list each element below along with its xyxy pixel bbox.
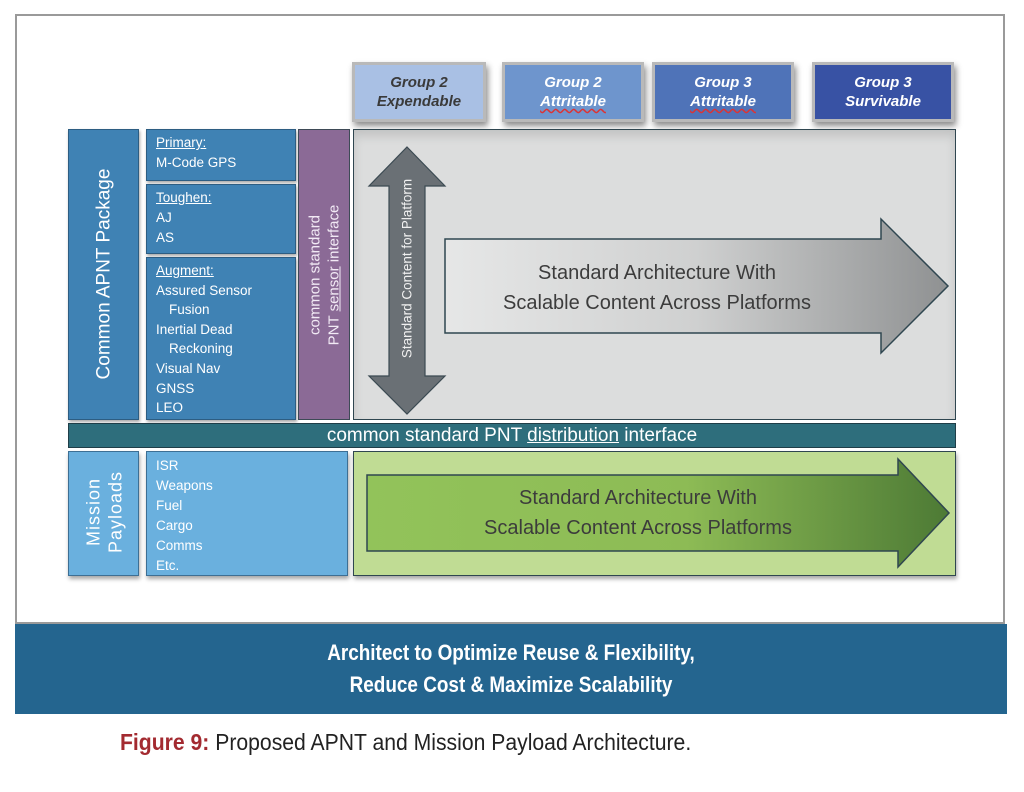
banner-line2: Reduce Cost & Maximize Scalability (349, 672, 673, 697)
toughen-item: AS (156, 230, 175, 245)
sensor-interface-line2-post: interface (325, 204, 343, 267)
banner-line1: Architect to Optimize Reuse & Flexibilit… (327, 640, 695, 665)
upper-arrow-line1: Standard Architecture With (538, 262, 776, 284)
banner-bg (15, 624, 1007, 714)
green-right-arrow-icon (366, 457, 951, 569)
augment-item: Inertial Dead (156, 321, 233, 337)
payload-item: ISR (156, 458, 179, 473)
sensor-interface-label: common standard PNT sensor interface (306, 130, 344, 421)
payload-item: Cargo (156, 518, 193, 533)
group-2-expendable-box: Group 2 Expendable (352, 62, 486, 122)
figure-caption: Figure 9: Proposed APNT and Mission Payl… (120, 729, 691, 756)
group-label: Group 2 (544, 74, 602, 91)
toughen-header: Toughen: (156, 190, 212, 205)
augment-item: LEO (156, 400, 184, 416)
upper-arrow-text: Standard Architecture With Scalable Cont… (447, 258, 867, 318)
augment-item: Fusion (169, 302, 210, 318)
apnt-package-label: Common APNT Package (93, 168, 115, 380)
caption-text: Proposed APNT and Mission Payload Archit… (209, 729, 692, 755)
lower-arrow-line2: Scalable Content Across Platforms (484, 517, 792, 539)
upper-arrow-line2: Scalable Content Across Platforms (503, 292, 811, 314)
group-3-attritable-box: Group 3 Attritable (652, 62, 794, 122)
augment-header: Augment: (156, 263, 214, 278)
lower-arrow-text: Standard Architecture With Scalable Cont… (418, 483, 858, 543)
augment-item: Assured Sensor (156, 282, 253, 298)
payload-item: Etc. (156, 558, 180, 573)
augment-item: Visual Nav (156, 360, 221, 376)
augment-cell: Augment: Assured Sensor Fusion Inertial … (146, 257, 296, 420)
toughen-cell: Toughen: AJ AS (146, 184, 296, 254)
group-sublabel: Attritable (690, 93, 756, 110)
group-sublabel: Survivable (845, 93, 921, 110)
mission-payloads-label: Mission Payloads (83, 450, 127, 575)
sensor-interface-underlined: sensor (325, 266, 343, 312)
augment-item: GNSS (156, 380, 195, 396)
mission-payloads-line2: Payloads (105, 470, 126, 554)
augment-item: Reckoning (169, 341, 233, 357)
payload-item: Comms (156, 538, 203, 553)
toughen-item: AJ (156, 210, 172, 225)
group-label: Group 2 (390, 74, 448, 91)
sensor-interface-box: common standard PNT sensor interface (298, 129, 350, 420)
sensor-interface-line1: common standard (306, 214, 324, 336)
group-label: Group 3 (854, 74, 912, 91)
primary-header: Primary: (156, 135, 207, 150)
platform-arrows-svg (367, 146, 950, 415)
distribution-interface-bar: common standard PNT distribution interfa… (68, 423, 956, 448)
group-label: Group 3 (694, 74, 752, 91)
right-arrow-icon (444, 217, 950, 355)
mission-payloads-list: ISR Weapons Fuel Cargo Comms Etc. (146, 451, 348, 576)
caption-label: Figure 9: (120, 729, 210, 755)
double-arrow-icon (367, 146, 447, 415)
payload-arrow-svg (366, 457, 951, 569)
group-sublabel: Expendable (376, 93, 462, 110)
sensor-interface-line2-pre: PNT (325, 311, 343, 346)
platform-arrow-label: Standard Content for Platform (399, 178, 415, 359)
distribution-pre: common standard PNT (326, 425, 528, 446)
apnt-package-label-box: Common APNT Package (68, 129, 139, 420)
mission-payloads-label-box: Mission Payloads (68, 451, 139, 576)
group-sublabel: Attritable (540, 93, 606, 110)
primary-cell: Primary: M-Code GPS (146, 129, 296, 181)
payload-item: Fuel (156, 498, 183, 513)
primary-item: M-Code GPS (156, 155, 237, 170)
distribution-post: interface (619, 425, 698, 446)
banner: Architect to Optimize Reuse & Flexibilit… (84, 624, 937, 714)
group-2-attritable-box: Group 2 Attritable (502, 62, 644, 122)
mission-payloads-line1: Mission (83, 478, 104, 547)
lower-arrow-line1: Standard Architecture With (519, 487, 757, 509)
distribution-underlined: distribution (527, 425, 620, 446)
group-3-survivable-box: Group 3 Survivable (812, 62, 954, 122)
payload-item: Weapons (156, 478, 213, 493)
